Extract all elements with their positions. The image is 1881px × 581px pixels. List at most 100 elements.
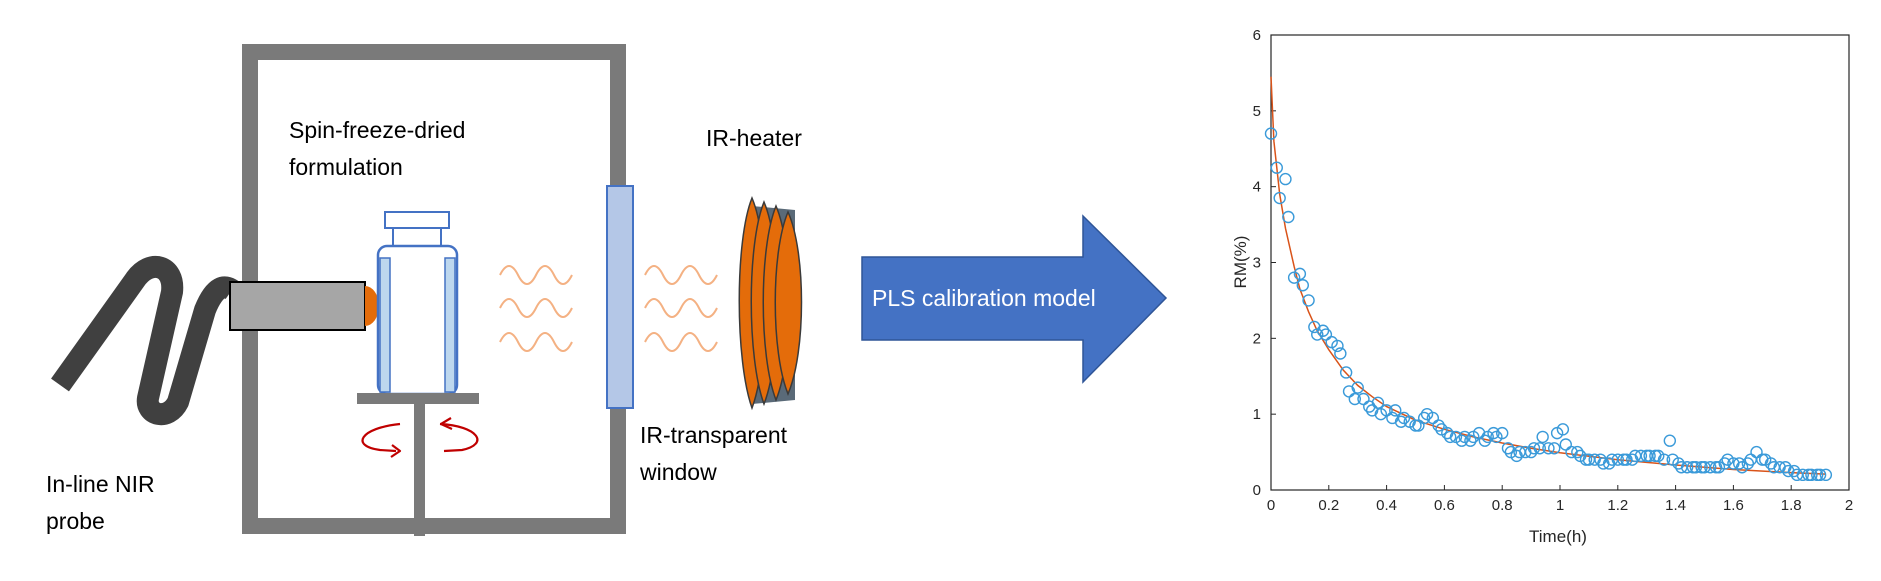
data-point [1339,366,1353,379]
data-point [1657,453,1671,466]
data-points [1264,127,1833,482]
data-point [1282,210,1295,224]
data-point [1680,461,1694,474]
x-tick-label: 1 [1556,497,1564,514]
data-point [1464,434,1477,447]
y-tick-label: 5 [1253,103,1261,120]
data-point [1432,419,1445,432]
probe-label: probe [46,508,105,534]
data-point [1331,339,1344,353]
x-tick-label: 1.8 [1781,497,1802,514]
x-tick-label: 0.6 [1434,497,1455,514]
y-tick-label: 0 [1253,482,1261,499]
window-label: window [639,459,717,485]
data-point [1501,442,1515,455]
data-point [1527,442,1541,455]
x-tick-label: 0.4 [1376,497,1397,514]
data-point [1548,442,1561,455]
data-point [1536,430,1549,444]
data-point [1718,457,1731,470]
data-point [1533,442,1546,455]
arrow-label: PLS calibration model [872,285,1096,311]
data-point [1478,434,1492,447]
ir-wave-icon [644,265,718,352]
data-point [1316,324,1330,337]
freeze-drying-setup: Spin-freeze-dried formulation IR-heater … [46,44,803,536]
data-point [1611,453,1625,466]
frozen-layer-right [444,257,456,393]
window-label: IR-transparent [640,422,788,448]
ir-transparent-window [606,185,634,409]
x-tick-label: 1.2 [1607,497,1628,514]
data-point [1796,468,1809,482]
data-point [1487,426,1500,440]
arrow-shape [861,214,1168,384]
x-tick-label: 0 [1267,497,1275,514]
y-tick-label: 6 [1253,27,1261,44]
data-point [1273,191,1286,205]
data-point [1443,430,1457,444]
data-point [1334,347,1347,360]
data-point [1556,423,1570,436]
x-tick-label: 0.2 [1318,497,1339,514]
data-point [1351,381,1364,394]
data-point [1264,127,1278,140]
data-point [1617,453,1630,466]
data-point [1279,172,1292,186]
data-point [1542,442,1555,455]
frozen-layer-left [379,257,391,393]
data-point [1296,279,1309,292]
y-tick-label: 1 [1253,406,1261,423]
data-point [1663,434,1677,447]
formulation-label: formulation [289,154,403,180]
data-point [1704,461,1717,474]
spin-shaft [414,404,425,536]
rotation-arrow-icon [361,417,479,458]
data-point [1689,461,1703,474]
data-point [1813,468,1827,482]
data-point [1371,396,1385,409]
data-point [1293,267,1307,281]
rm-chart: 0 0.2 0.4 0.6 0.8 1 1.2 1.4 1.6 1.8 2 0 1 2 3 4 5 6 Time… [1231,27,1853,546]
pls-model-arrow: PLS calibration model [861,214,1168,384]
data-point [1417,411,1431,425]
data-point [1579,453,1593,466]
data-point [1819,468,1833,482]
vial [376,211,459,396]
probe-label: In-line NIR [46,471,155,497]
y-axis: 0 1 2 3 4 5 6 [1253,27,1276,499]
y-tick-label: 3 [1253,255,1261,272]
data-point [1302,294,1315,307]
ir-wave-icon [499,265,573,352]
x-tick-label: 2 [1845,497,1853,514]
data-point [1409,419,1422,432]
spin-platform [357,393,479,404]
data-point [1495,426,1509,440]
y-tick-label: 4 [1253,179,1261,196]
x-tick-label: 0.8 [1492,497,1513,514]
x-tick-label: 1.6 [1723,497,1744,514]
x-axis-label: Time(h) [1529,527,1587,546]
data-point [1805,468,1818,482]
data-point [1695,461,1708,474]
x-axis: 0 0.2 0.4 0.6 0.8 1 1.2 1.4 1.6 1.8 2 [1267,485,1853,514]
probe-head [229,281,366,331]
data-point [1643,449,1656,463]
formulation-label: Spin-freeze-dried [289,117,465,143]
data-point [1394,415,1408,428]
data-point [1571,445,1584,459]
data-point [1389,404,1402,417]
probe-cable [51,256,239,426]
data-point [1811,468,1824,482]
data-point [1270,161,1283,174]
x-tick-label: 1.4 [1665,497,1686,514]
ir-heater [738,196,803,411]
data-point [1634,449,1648,463]
plot-area [1270,34,1850,491]
probe-tip [365,286,379,326]
data-point [1741,457,1755,470]
y-tick-label: 2 [1253,330,1261,347]
data-point [1732,457,1746,470]
heater-label: IR-heater [706,125,802,151]
